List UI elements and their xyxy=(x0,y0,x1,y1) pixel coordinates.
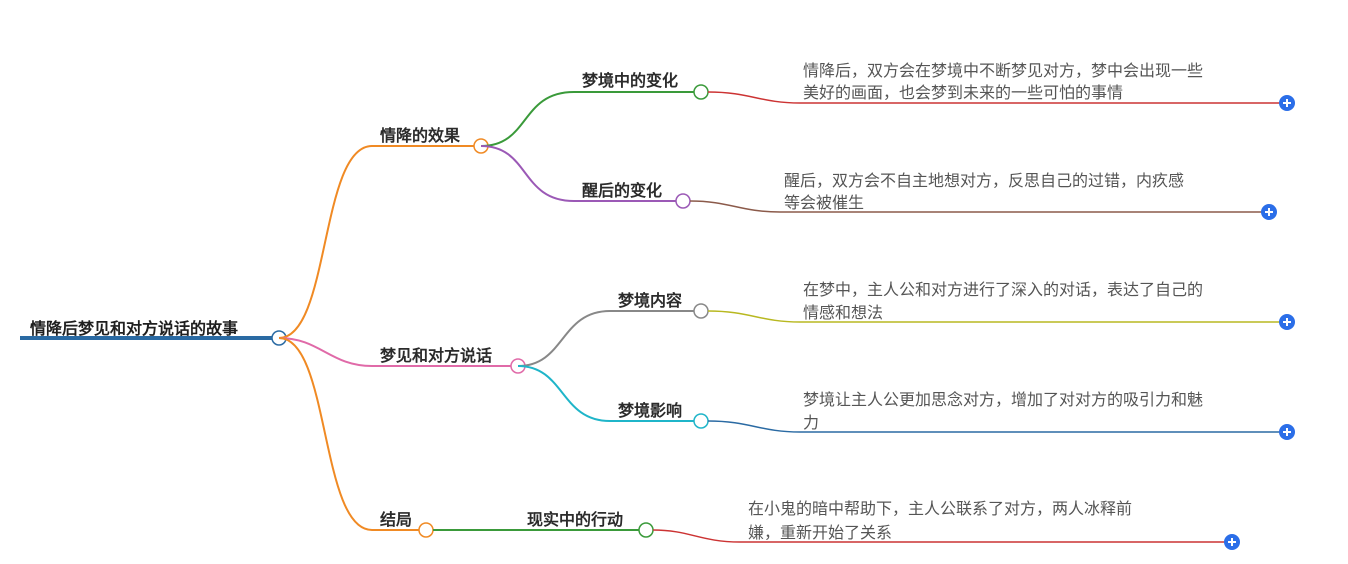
note-text: 醒后，双方会不自主地想对方，反思自己的过错，内疚感 等会被催生 xyxy=(784,171,1189,212)
child-label: 梦境中的变化 xyxy=(582,71,678,90)
expand-note-button[interactable] xyxy=(1279,424,1295,440)
note-line: 情降后，双方会在梦境中不断梦见对方，梦中会出现一些 xyxy=(803,61,1203,80)
child-node[interactable]: 醒后的变化 xyxy=(582,181,691,209)
child-node[interactable]: 现实中的行动 xyxy=(527,510,654,538)
connector-branch-child xyxy=(480,91,701,147)
child-collapse-dot[interactable] xyxy=(638,522,654,538)
child-label: 醒后的变化 xyxy=(582,181,662,200)
child-label: 梦境内容 xyxy=(618,291,682,310)
note-text: 在梦中，主人公和对方进行了深入的对话，表达了自己的 情感和想法 xyxy=(803,280,1208,322)
branch-label: 结局 xyxy=(379,510,412,529)
note-connector xyxy=(689,200,1262,213)
expand-note-button[interactable] xyxy=(1279,95,1295,111)
note-line: 美好的画面，也会梦到未来的一些可怕的事情 xyxy=(803,83,1123,102)
branch-collapse-dot[interactable] xyxy=(418,522,434,538)
child-node[interactable]: 梦境影响 xyxy=(618,401,709,429)
connector-branch-child xyxy=(517,310,701,367)
child-collapse-dot[interactable] xyxy=(693,303,709,319)
connector-branch-child xyxy=(517,365,701,422)
expand-note-button[interactable] xyxy=(1279,314,1295,330)
root-label: 情降后梦见和对方说话的故事 xyxy=(30,319,238,338)
connector-root-b0 xyxy=(278,145,481,339)
connector-root-b1 xyxy=(278,337,518,367)
root-node[interactable]: 情降后梦见和对方说话的故事 xyxy=(20,319,287,346)
note-line: 梦境让主人公更加思念对方，增加了对对方的吸引力和魅 xyxy=(803,390,1203,409)
note-connector xyxy=(652,529,1225,543)
connector-root-b2 xyxy=(278,337,426,531)
note-text: 梦境让主人公更加思念对方，增加了对对方的吸引力和魅 力 xyxy=(803,390,1208,432)
child-node[interactable]: 梦境内容 xyxy=(618,291,709,319)
note-line: 在梦中，主人公和对方进行了深入的对话，表达了自己的 xyxy=(803,280,1203,299)
child-collapse-dot[interactable] xyxy=(693,413,709,429)
note-connector xyxy=(707,310,1280,323)
note-connector xyxy=(707,91,1280,104)
note-connector xyxy=(707,420,1280,433)
child-collapse-dot[interactable] xyxy=(675,193,691,209)
expand-note-button[interactable] xyxy=(1261,204,1277,220)
child-collapse-dot[interactable] xyxy=(693,84,709,100)
branch-label: 梦见和对方说话 xyxy=(380,346,492,365)
expand-note-button[interactable] xyxy=(1224,534,1240,550)
note-text: 情降后，双方会在梦境中不断梦见对方，梦中会出现一些 美好的画面，也会梦到未来的一… xyxy=(803,61,1208,102)
note-line: 嫌，重新开始了关系 xyxy=(748,523,892,542)
branch-node[interactable]: 结局 xyxy=(379,510,434,538)
note-line: 等会被催生 xyxy=(784,193,864,212)
connector-branch-child xyxy=(480,145,683,202)
note-line: 醒后，双方会不自主地想对方，反思自己的过错，内疚感 xyxy=(784,171,1184,190)
branch-node[interactable]: 情降的效果 xyxy=(380,126,489,154)
note-line: 力 xyxy=(803,413,819,432)
note-line: 在小鬼的暗中帮助下，主人公联系了对方，两人冰释前 xyxy=(748,499,1132,518)
child-node[interactable]: 梦境中的变化 xyxy=(582,71,709,100)
note-line: 情感和想法 xyxy=(803,303,883,322)
child-label: 现实中的行动 xyxy=(527,510,623,529)
note-text: 在小鬼的暗中帮助下，主人公联系了对方，两人冰释前 嫌，重新开始了关系 xyxy=(748,499,1137,542)
child-label: 梦境影响 xyxy=(618,401,682,420)
branch-node[interactable]: 梦见和对方说话 xyxy=(380,346,526,374)
branch-label: 情降的效果 xyxy=(380,126,460,145)
